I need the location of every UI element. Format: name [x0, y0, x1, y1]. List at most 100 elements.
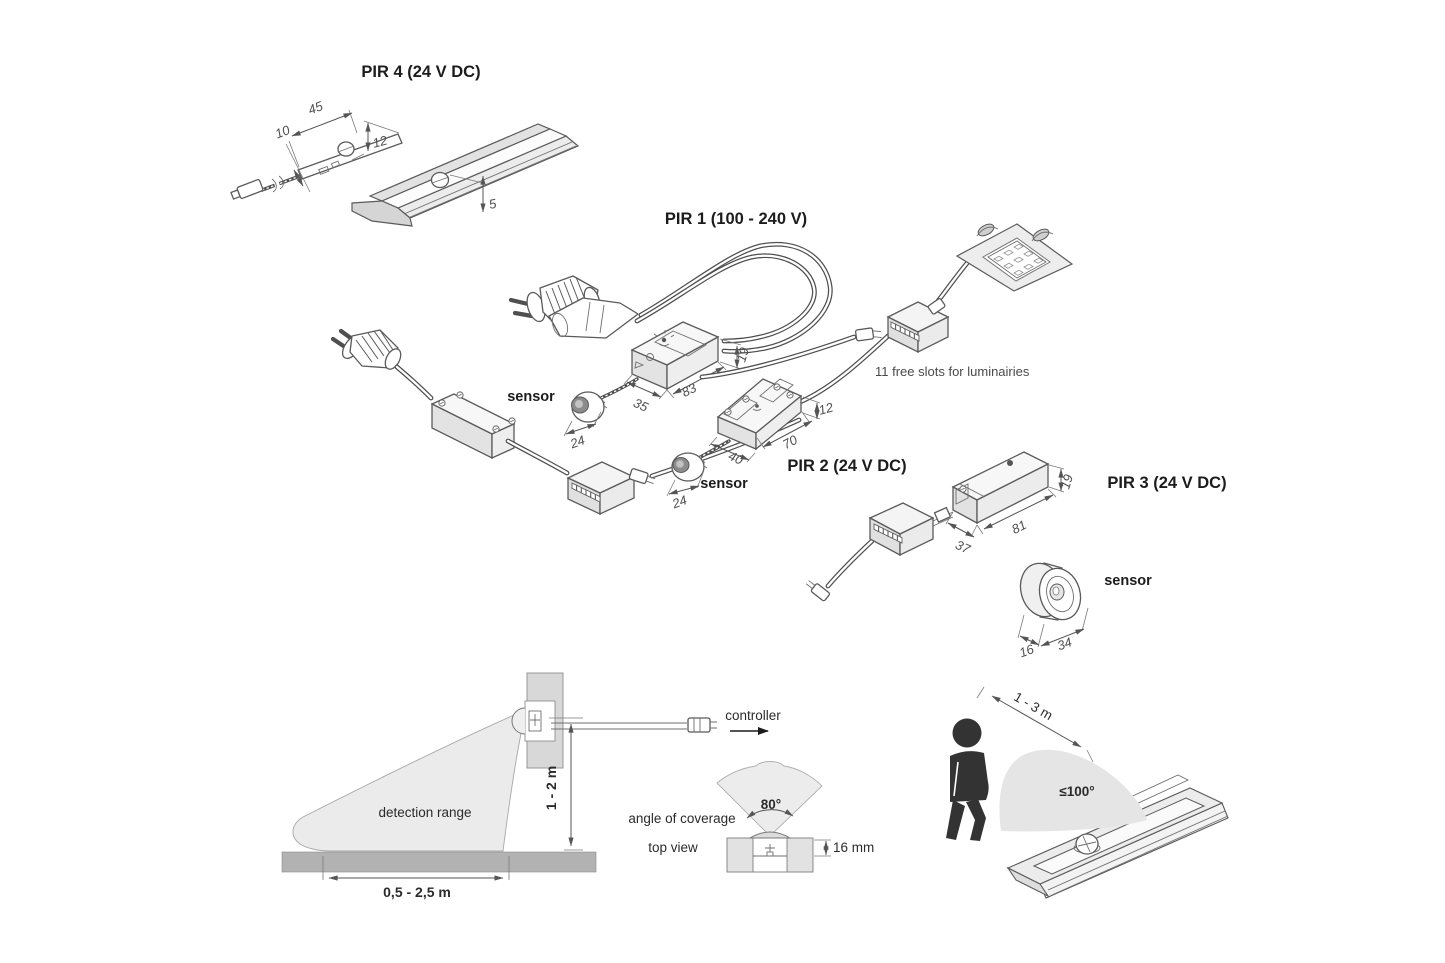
sensor-cable — [551, 722, 687, 730]
luminaire-cable — [935, 259, 971, 304]
pir4-aluminium-profile: 5 — [351, 123, 580, 227]
luminaire-plug — [927, 298, 946, 315]
detection-floor-range: 0,5 - 2,5 m — [383, 884, 451, 900]
pir3-dim-height: 19 — [1057, 473, 1076, 491]
psu-distributor — [566, 461, 636, 516]
walkby-section: ≤100° 1 - 3 m — [946, 686, 1229, 899]
psu-cable-in — [394, 364, 434, 401]
coverage-housing — [726, 831, 814, 873]
pir3-sensor-dims: 16 34 — [1017, 607, 1089, 660]
pir3-dim-sensor-depth: 16 — [1017, 641, 1036, 660]
mains-socket — [548, 297, 639, 339]
pir2-dim-width: 40 — [726, 448, 746, 468]
height-dim: 1 - 2 m — [543, 717, 583, 851]
luminaire-distributor — [886, 301, 950, 354]
sensor-plug-glyph — [530, 714, 540, 726]
angle-arc — [746, 809, 794, 819]
recessed-sensor-dome — [511, 707, 526, 735]
pir1-section: PIR 1 (100 - 240 V) — [330, 210, 857, 516]
luminaire-panel — [955, 223, 1074, 292]
detection-range-label: detection range — [378, 805, 471, 820]
pir2-title: PIR 2 (24 V DC) — [787, 457, 906, 475]
pir3-sensor-label: sensor — [1104, 573, 1152, 589]
pir2-output-cable — [797, 333, 891, 405]
profile-end-bevel — [351, 200, 413, 227]
housing-plug-glyph — [765, 844, 775, 852]
psu-plug — [330, 328, 402, 370]
pir2-sensor — [671, 452, 708, 482]
pir4-dim-profile: 5 — [488, 196, 499, 212]
luminaire-note: 11 free slots for luminairies — [875, 364, 1030, 379]
pir3-cable — [825, 538, 875, 589]
cable-connector — [687, 717, 717, 733]
housing-depth-value: 16 mm — [833, 840, 874, 855]
pir3-box-dims: 19 81 37 — [945, 464, 1076, 557]
coverage-angle-value: 80° — [761, 797, 781, 812]
box-arrow-mark — [634, 361, 645, 369]
controller-label: controller — [725, 708, 781, 723]
mounting-clip — [1031, 228, 1054, 242]
pir4-cable — [260, 174, 302, 195]
recessed-rail — [1006, 774, 1229, 899]
pir1-title: PIR 1 (100 - 240 V) — [665, 210, 807, 228]
free-connector — [854, 327, 882, 342]
detection-side-section: detection range controller 1 - 2 m — [281, 672, 781, 900]
pir2-input-connector — [628, 468, 656, 485]
floor-dim: 0,5 - 2,5 m — [322, 856, 510, 900]
pir3-end-connector — [805, 580, 831, 602]
walkby-angle-value: ≤100° — [1059, 784, 1094, 799]
housing-depth-dim: 16 mm — [814, 839, 874, 857]
pir3-dim-length: 81 — [1009, 517, 1029, 537]
pir2-dim-sensor: 24 — [669, 492, 689, 511]
pir1-mains-cable-loop — [634, 241, 833, 354]
pir2-section: 12 70 40 24 sensor PIR 2 (24 V DC) — [628, 333, 907, 512]
pir4-dim-width: 10 — [273, 122, 293, 141]
angle-of-coverage-label: angle of coverage — [628, 811, 735, 826]
rail-sensor-dome — [1073, 833, 1101, 855]
coverage-fan — [716, 761, 823, 837]
walkby-distance-value: 1 - 3 m — [1011, 689, 1055, 723]
top-view-label: top view — [648, 840, 698, 855]
walkby-distance-dim: 1 - 3 m — [976, 686, 1094, 763]
pir2-sensor-wire — [697, 439, 731, 460]
box-indicator — [646, 353, 654, 361]
mounting-clip — [976, 223, 999, 237]
box-hole — [1007, 460, 1013, 466]
walkby-detection-region — [999, 749, 1147, 832]
pir4-title: PIR 4 (24 V DC) — [361, 63, 480, 81]
pir1-output-cable — [699, 334, 857, 380]
pir3-distributor — [868, 502, 935, 557]
coverage-section: 80° angle of coverage top view 16 mm — [628, 761, 874, 873]
detection-height-range: 1 - 2 m — [543, 766, 559, 810]
housing-sensor-dome — [748, 831, 792, 839]
motion-mode-icon — [752, 404, 762, 411]
pir3-dim-width: 37 — [953, 537, 973, 557]
pir1-dim-width: 35 — [631, 395, 651, 415]
pir2-box-dims: 12 70 40 — [708, 396, 836, 468]
pir1-sensor-dim: 24 — [563, 411, 602, 452]
pir1-dim-sensor: 24 — [567, 432, 587, 451]
pir2-sensor-dim: 24 — [666, 472, 704, 512]
luminaire-section: 11 free slots for luminairies — [854, 223, 1074, 379]
pir1-sensor-wire — [599, 377, 639, 400]
psu-cable-out — [505, 438, 570, 476]
pir4-dims: 45 10 12 — [273, 98, 400, 193]
pir4-dim-length: 45 — [306, 98, 326, 117]
pir4-section: PIR 4 (24 V DC) 45 — [230, 63, 580, 227]
person-silhouette — [946, 718, 989, 841]
pir1-box-dims: 83 35 19 — [623, 338, 752, 415]
detection-cone — [292, 710, 524, 852]
pir1-sensor-label: sensor — [507, 389, 555, 405]
pir3-title: PIR 3 (24 V DC) — [1107, 474, 1226, 492]
floor-bar — [281, 851, 597, 873]
pir4-connector — [230, 179, 264, 200]
pir2-sensor-label: sensor — [700, 476, 748, 492]
pir3-section: PIR 3 (24 V DC) — [805, 451, 1227, 660]
pir1-dim-height: 19 — [733, 346, 752, 364]
pir3-controller-box — [951, 451, 1050, 525]
pir2-dim-height: 12 — [817, 399, 836, 417]
pir3-sensor-disc — [1019, 562, 1082, 621]
pir1-dim-length: 83 — [679, 380, 699, 400]
